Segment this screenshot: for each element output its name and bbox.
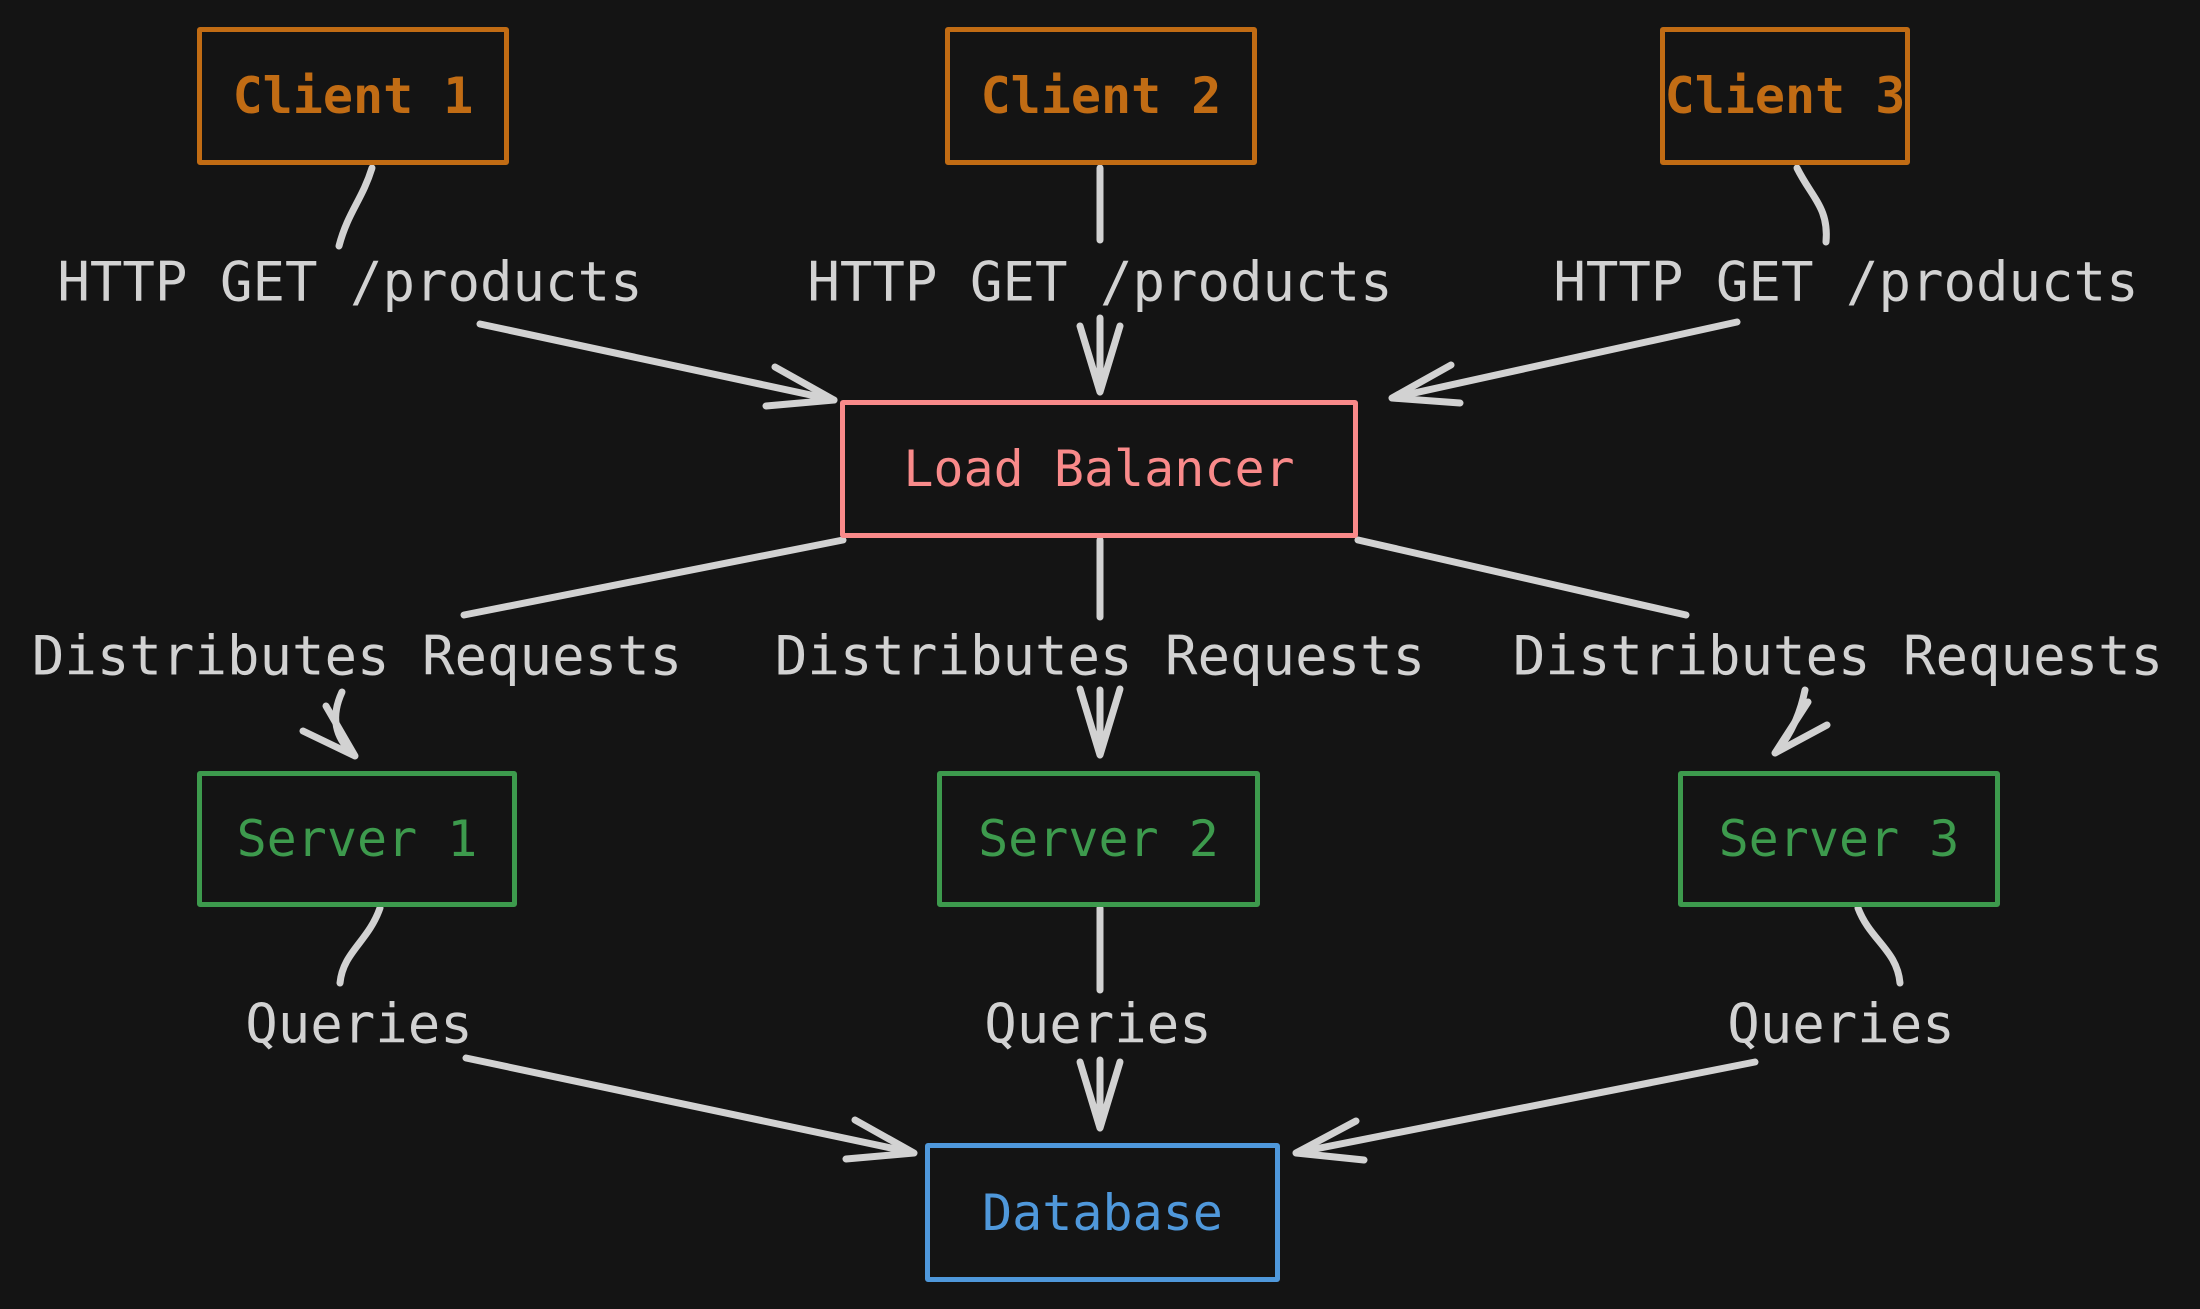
arrow-http1-to-loadbalancer-shaft[interactable]	[476, 320, 838, 404]
arrow-queries3-to-database-head[interactable]	[1292, 1117, 1368, 1164]
connector-client3-to-http-label[interactable]	[1793, 164, 1830, 246]
node-client-1[interactable]: Client 1	[197, 27, 509, 165]
node-client-2-label: Client 2	[980, 67, 1222, 125]
node-client-3[interactable]: Client 3	[1660, 27, 1910, 165]
arrow-http3-to-loadbalancer-shaft[interactable]	[1392, 318, 1741, 401]
edge-label-distributes-2[interactable]: Distributes Requests	[774, 624, 1426, 688]
node-load-balancer-label: Load Balancer	[903, 440, 1295, 498]
edge-label-distributes-3[interactable]: Distributes Requests	[1512, 624, 2164, 688]
arrow-dist2-to-server2-head[interactable]	[1076, 685, 1124, 759]
arrow-dist1-to-server1-head[interactable]	[299, 702, 359, 760]
arrow-queries1-to-database-shaft[interactable]	[462, 1054, 914, 1156]
arrow-queries3-to-database-shaft[interactable]	[1296, 1058, 1759, 1156]
node-server-3[interactable]: Server 3	[1678, 771, 2000, 907]
node-server-3-label: Server 3	[1718, 810, 1960, 868]
connector-loadbalancer-to-dist3[interactable]	[1354, 536, 1690, 619]
node-client-2[interactable]: Client 2	[945, 27, 1257, 165]
arrow-queries1-to-database-head[interactable]	[842, 1116, 918, 1163]
node-server-2[interactable]: Server 2	[937, 771, 1260, 907]
edge-label-queries-1[interactable]: Queries	[245, 992, 473, 1056]
connector-server3-to-queries3[interactable]	[1854, 904, 1904, 987]
edge-label-queries-3[interactable]: Queries	[1727, 992, 1955, 1056]
node-server-1-label: Server 1	[236, 810, 478, 868]
edge-label-http-client3[interactable]: HTTP GET /products	[1553, 250, 2139, 314]
arrow-http3-to-loadbalancer-head[interactable]	[1388, 361, 1464, 407]
edge-label-distributes-1[interactable]: Distributes Requests	[31, 624, 683, 688]
arrow-queries2-to-database-head[interactable]	[1076, 1058, 1124, 1132]
connector-client1-to-http-label[interactable]	[335, 164, 376, 250]
arrow-http2-to-loadbalancer-head[interactable]	[1076, 322, 1124, 396]
connector-loadbalancer-to-dist1[interactable]	[460, 536, 847, 619]
edge-label-http-client2[interactable]: HTTP GET /products	[807, 250, 1393, 314]
node-load-balancer[interactable]: Load Balancer	[840, 400, 1358, 538]
arrow-http1-to-loadbalancer-head[interactable]	[762, 363, 838, 410]
node-database-label: Database	[982, 1183, 1223, 1242]
node-server-1[interactable]: Server 1	[197, 771, 517, 907]
edge-label-http-client1[interactable]: HTTP GET /products	[57, 250, 643, 314]
node-database[interactable]: Database	[925, 1143, 1280, 1282]
node-client-1-label: Client 1	[232, 67, 474, 125]
node-client-3-label: Client 3	[1664, 67, 1906, 125]
edge-label-queries-2[interactable]: Queries	[984, 992, 1212, 1056]
arrow-dist3-to-server3-head[interactable]	[1771, 698, 1831, 757]
connector-server1-to-queries1[interactable]	[336, 904, 384, 987]
node-server-2-label: Server 2	[978, 810, 1219, 868]
